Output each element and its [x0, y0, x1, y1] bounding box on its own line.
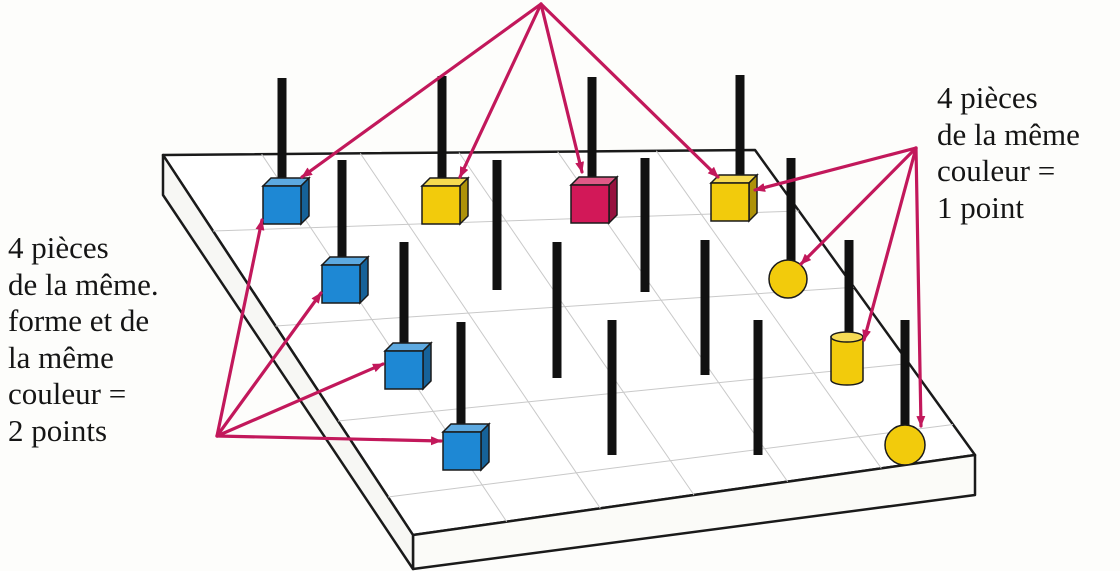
caption-line: couleur = [937, 153, 1056, 188]
grid-line [275, 286, 855, 327]
arrow [458, 2, 543, 179]
piece-blue-cube-2 [320, 255, 370, 305]
grid-line [387, 424, 954, 498]
board-left-edge [161, 153, 415, 571]
piece-yellow-ball-1 [768, 259, 808, 299]
pegs [277, 75, 910, 455]
piece-blue-cube-4 [441, 422, 491, 472]
caption-line: de la même. [8, 266, 159, 302]
arrow [215, 362, 385, 438]
caption-line: 4 pièces [937, 80, 1038, 115]
piece-yellow-cylinder [830, 331, 864, 386]
grid-line [655, 150, 882, 469]
piece-yellow-cube-2 [709, 173, 759, 223]
piece-yellow-ball-2 [884, 424, 926, 466]
pieces [261, 173, 926, 472]
grid-line [337, 363, 910, 422]
arrow [799, 146, 918, 266]
caption-line: de la même [937, 116, 1080, 152]
arrow [539, 2, 720, 179]
caption-line: 4 pièces [8, 230, 109, 265]
caption-line: 1 point [937, 189, 1024, 225]
arrow [215, 434, 443, 446]
arrow [914, 146, 926, 428]
caption-one-point: 4 pièces de la même couleur = 1 point [937, 80, 1080, 226]
arrow [753, 146, 918, 192]
arrow [215, 218, 265, 438]
piece-blue-cube-1 [261, 176, 311, 226]
arrows [215, 2, 926, 446]
piece-yellow-cube-1 [420, 176, 470, 226]
grid-line [212, 210, 800, 232]
arrow [300, 2, 543, 179]
arrow [862, 146, 918, 342]
piece-blue-cube-3 [383, 341, 433, 391]
arrow [215, 291, 323, 438]
piece-red-cube [569, 175, 619, 225]
arrow [539, 2, 585, 174]
caption-line: 2 points [8, 412, 108, 448]
caption-line: la même [8, 339, 114, 375]
grid-line [359, 153, 601, 509]
caption-line: couleur = [8, 376, 127, 411]
caption-two-points: 4 pièces de la même. forme et de la même… [8, 230, 159, 449]
caption-line: forme et de [8, 303, 150, 338]
